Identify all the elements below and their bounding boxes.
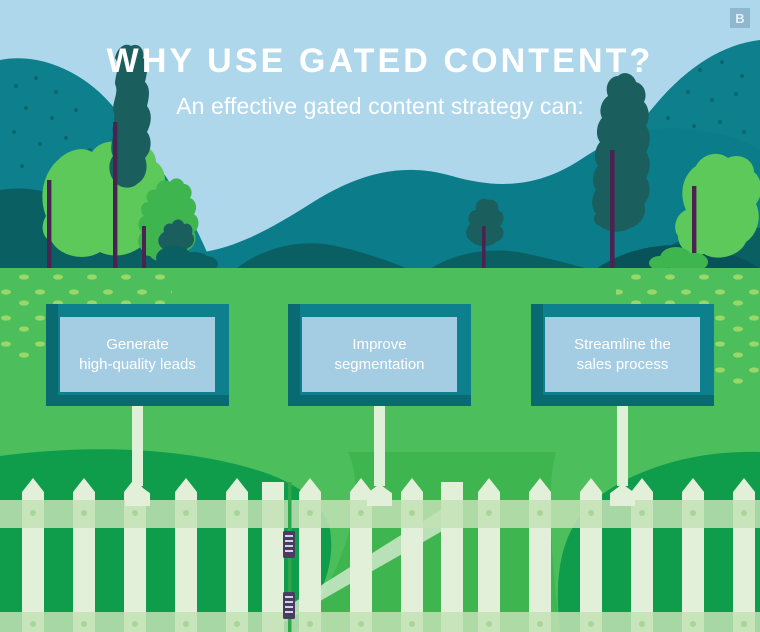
sign-frame-3: Streamline the sales process — [531, 304, 714, 406]
sign-bevel-left-1 — [46, 304, 58, 406]
grass-mound-right — [557, 451, 760, 632]
fence-rail-lower — [0, 612, 760, 632]
gate-hinge-upper — [283, 531, 295, 558]
tree-bright-right — [675, 153, 760, 269]
sign-posts — [132, 400, 628, 486]
sign-bevel-bottom-3 — [531, 395, 714, 406]
sign-streamline-sales[interactable]: Streamline the sales process — [531, 304, 714, 406]
sign-post-2 — [374, 400, 385, 486]
sign-text-line1: Improve — [352, 335, 407, 353]
sign-text-line1: Generate — [106, 335, 169, 353]
tree-conifer-small-center — [466, 198, 504, 269]
sign-frame-1: Generate high-quality leads — [46, 304, 229, 406]
hill-dark-center — [236, 243, 408, 269]
picket-fence — [0, 478, 760, 632]
sign-text-line2: segmentation — [334, 355, 425, 373]
sign-text-line1: Streamline the — [574, 335, 671, 353]
sign-face-1: Generate high-quality leads — [60, 317, 215, 392]
sign-improve-segmentation[interactable]: Improve segmentation — [288, 304, 471, 406]
sign-text-2: Improve segmentation — [328, 335, 430, 375]
bush-cluster-right — [649, 247, 708, 269]
sign-generate-leads[interactable]: Generate high-quality leads — [46, 304, 229, 406]
sign-bevel-bottom-2 — [288, 395, 471, 406]
fence-nails-upper — [30, 510, 747, 516]
sign-text-line2: sales process — [576, 355, 669, 373]
sign-face-3: Streamline the sales process — [545, 317, 700, 392]
sign-text-3: Streamline the sales process — [568, 335, 677, 375]
fence-nails-lower — [30, 621, 747, 627]
sign-bevel-bottom-1 — [46, 395, 229, 406]
sign-text-1: Generate high-quality leads — [73, 335, 202, 375]
sign-post-3 — [617, 400, 628, 486]
sign-frame-2: Improve segmentation — [288, 304, 471, 406]
brand-logo-badge[interactable]: B — [730, 8, 750, 28]
gate-hinge-lower — [283, 592, 295, 619]
tree-conifer-left — [109, 44, 151, 269]
sign-face-2: Improve segmentation — [302, 317, 457, 392]
sign-bevel-left-2 — [288, 304, 300, 406]
sign-post-1 — [132, 400, 143, 486]
hill-dark-center2 — [430, 250, 588, 269]
gate-brace — [266, 508, 444, 632]
brand-logo-b-icon: B — [735, 10, 745, 26]
fence-rail-upper — [0, 500, 760, 528]
sign-text-line2: high-quality leads — [79, 355, 196, 373]
sign-bevel-left-3 — [531, 304, 543, 406]
tree-shrub-center — [158, 219, 195, 253]
tree-conifer-right — [592, 73, 650, 269]
bush-cluster-center — [156, 246, 218, 269]
hill-mid — [0, 128, 760, 269]
